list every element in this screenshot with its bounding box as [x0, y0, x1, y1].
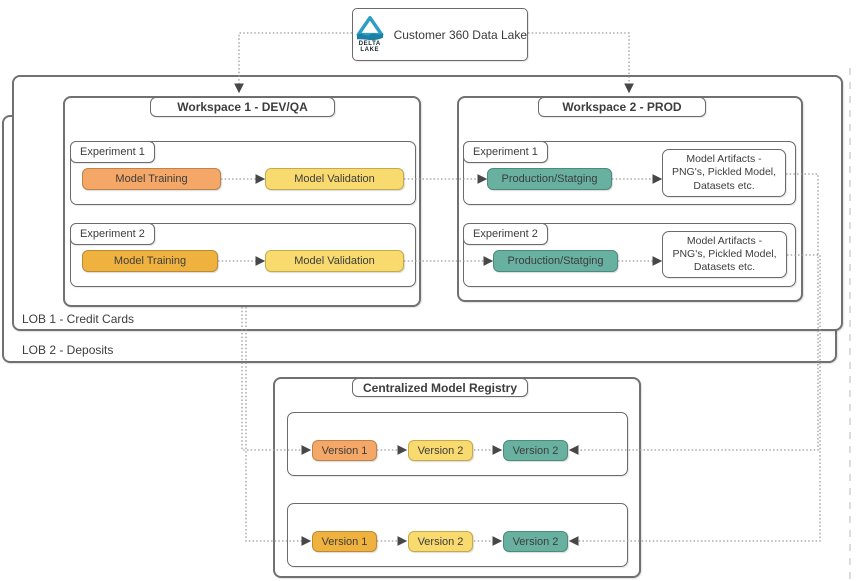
- ws2-exp2-production-staging-label: Production/Statging: [507, 255, 604, 267]
- delta-lake-caption: DELTA LAKE: [358, 41, 381, 53]
- ws2-experiment2-label: Experiment 2: [473, 228, 538, 240]
- ws2-exp1-model-artifacts: Model Artifacts - PNG's, Pickled Model, …: [662, 149, 786, 197]
- registry-row2-version1: Version 1: [312, 531, 377, 552]
- registry-row1-version1: Version 1: [312, 440, 377, 461]
- ws1-exp2-model-validation: Model Validation: [265, 250, 404, 272]
- ws1-exp1-model-training-label: Model Training: [115, 173, 188, 185]
- registry-row1-version1-label: Version 1: [321, 444, 368, 457]
- data-lake-label: Customer 360 Data Lake: [393, 27, 527, 42]
- workspace2-title-tab: Workspace 2 - PROD: [538, 97, 706, 117]
- lob1-label: LOB 1 - Credit Cards: [22, 312, 135, 326]
- ws1-exp2-model-training-label: Model Training: [113, 255, 187, 267]
- ws1-experiment2-label: Experiment 2: [80, 228, 145, 240]
- registry-row1-version2-label: Version 2: [417, 444, 464, 457]
- ws1-exp2-model-validation-label: Model Validation: [294, 255, 375, 267]
- data-lake-box: DELTA LAKE Customer 360 Data Lake: [352, 8, 528, 61]
- ws2-exp1-production-staging: Production/Statging: [487, 168, 612, 190]
- ws2-exp2-production-staging: Production/Statging: [493, 250, 618, 272]
- registry-row2-version1-label: Version 1: [321, 535, 368, 548]
- registry-row1-version2-prod: Version 2: [503, 440, 568, 461]
- registry-title: Centralized Model Registry: [362, 380, 518, 395]
- ws2-experiment1-label: Experiment 1: [473, 146, 538, 158]
- registry-row2-version2-prod-label: Version 2: [512, 535, 559, 548]
- ws2-exp2-model-artifacts-label: Model Artifacts - PNG's, Pickled Model, …: [672, 234, 777, 274]
- workspace1-title: Workspace 1 - DEV/QA: [177, 100, 308, 114]
- ws1-exp2-model-training: Model Training: [82, 250, 218, 272]
- ws2-experiment2-tab: Experiment 2: [463, 223, 548, 245]
- lob2-label: LOB 2 - Deposits: [22, 343, 114, 357]
- delta-lake-logo: DELTA LAKE: [353, 16, 387, 53]
- registry-row2-version2-prod: Version 2: [503, 531, 568, 552]
- registry-row1-version2: Version 2: [408, 440, 473, 461]
- registry-row2-version2: Version 2: [408, 531, 473, 552]
- ws1-experiment1-tab: Experiment 1: [70, 141, 155, 163]
- ws2-exp2-model-artifacts: Model Artifacts - PNG's, Pickled Model, …: [662, 231, 787, 278]
- ws1-exp1-model-validation: Model Validation: [265, 168, 404, 190]
- workspace1-title-tab: Workspace 1 - DEV/QA: [150, 97, 335, 117]
- registry-title-tab: Centralized Model Registry: [352, 378, 528, 397]
- ws1-experiment2-tab: Experiment 2: [70, 223, 155, 245]
- ws1-exp1-model-training: Model Training: [82, 168, 221, 190]
- registry-row1-version2-prod-label: Version 2: [512, 444, 559, 457]
- registry-row2-version2-label: Version 2: [417, 535, 464, 548]
- workspace2-title: Workspace 2 - PROD: [562, 100, 682, 114]
- ws1-experiment1-label: Experiment 1: [80, 146, 145, 158]
- ws1-exp1-model-validation-label: Model Validation: [294, 173, 375, 185]
- ws2-exp1-production-staging-label: Production/Statging: [501, 173, 598, 185]
- ws2-experiment1-tab: Experiment 1: [463, 141, 548, 163]
- ws2-exp1-model-artifacts-label: Model Artifacts - PNG's, Pickled Model, …: [671, 153, 777, 192]
